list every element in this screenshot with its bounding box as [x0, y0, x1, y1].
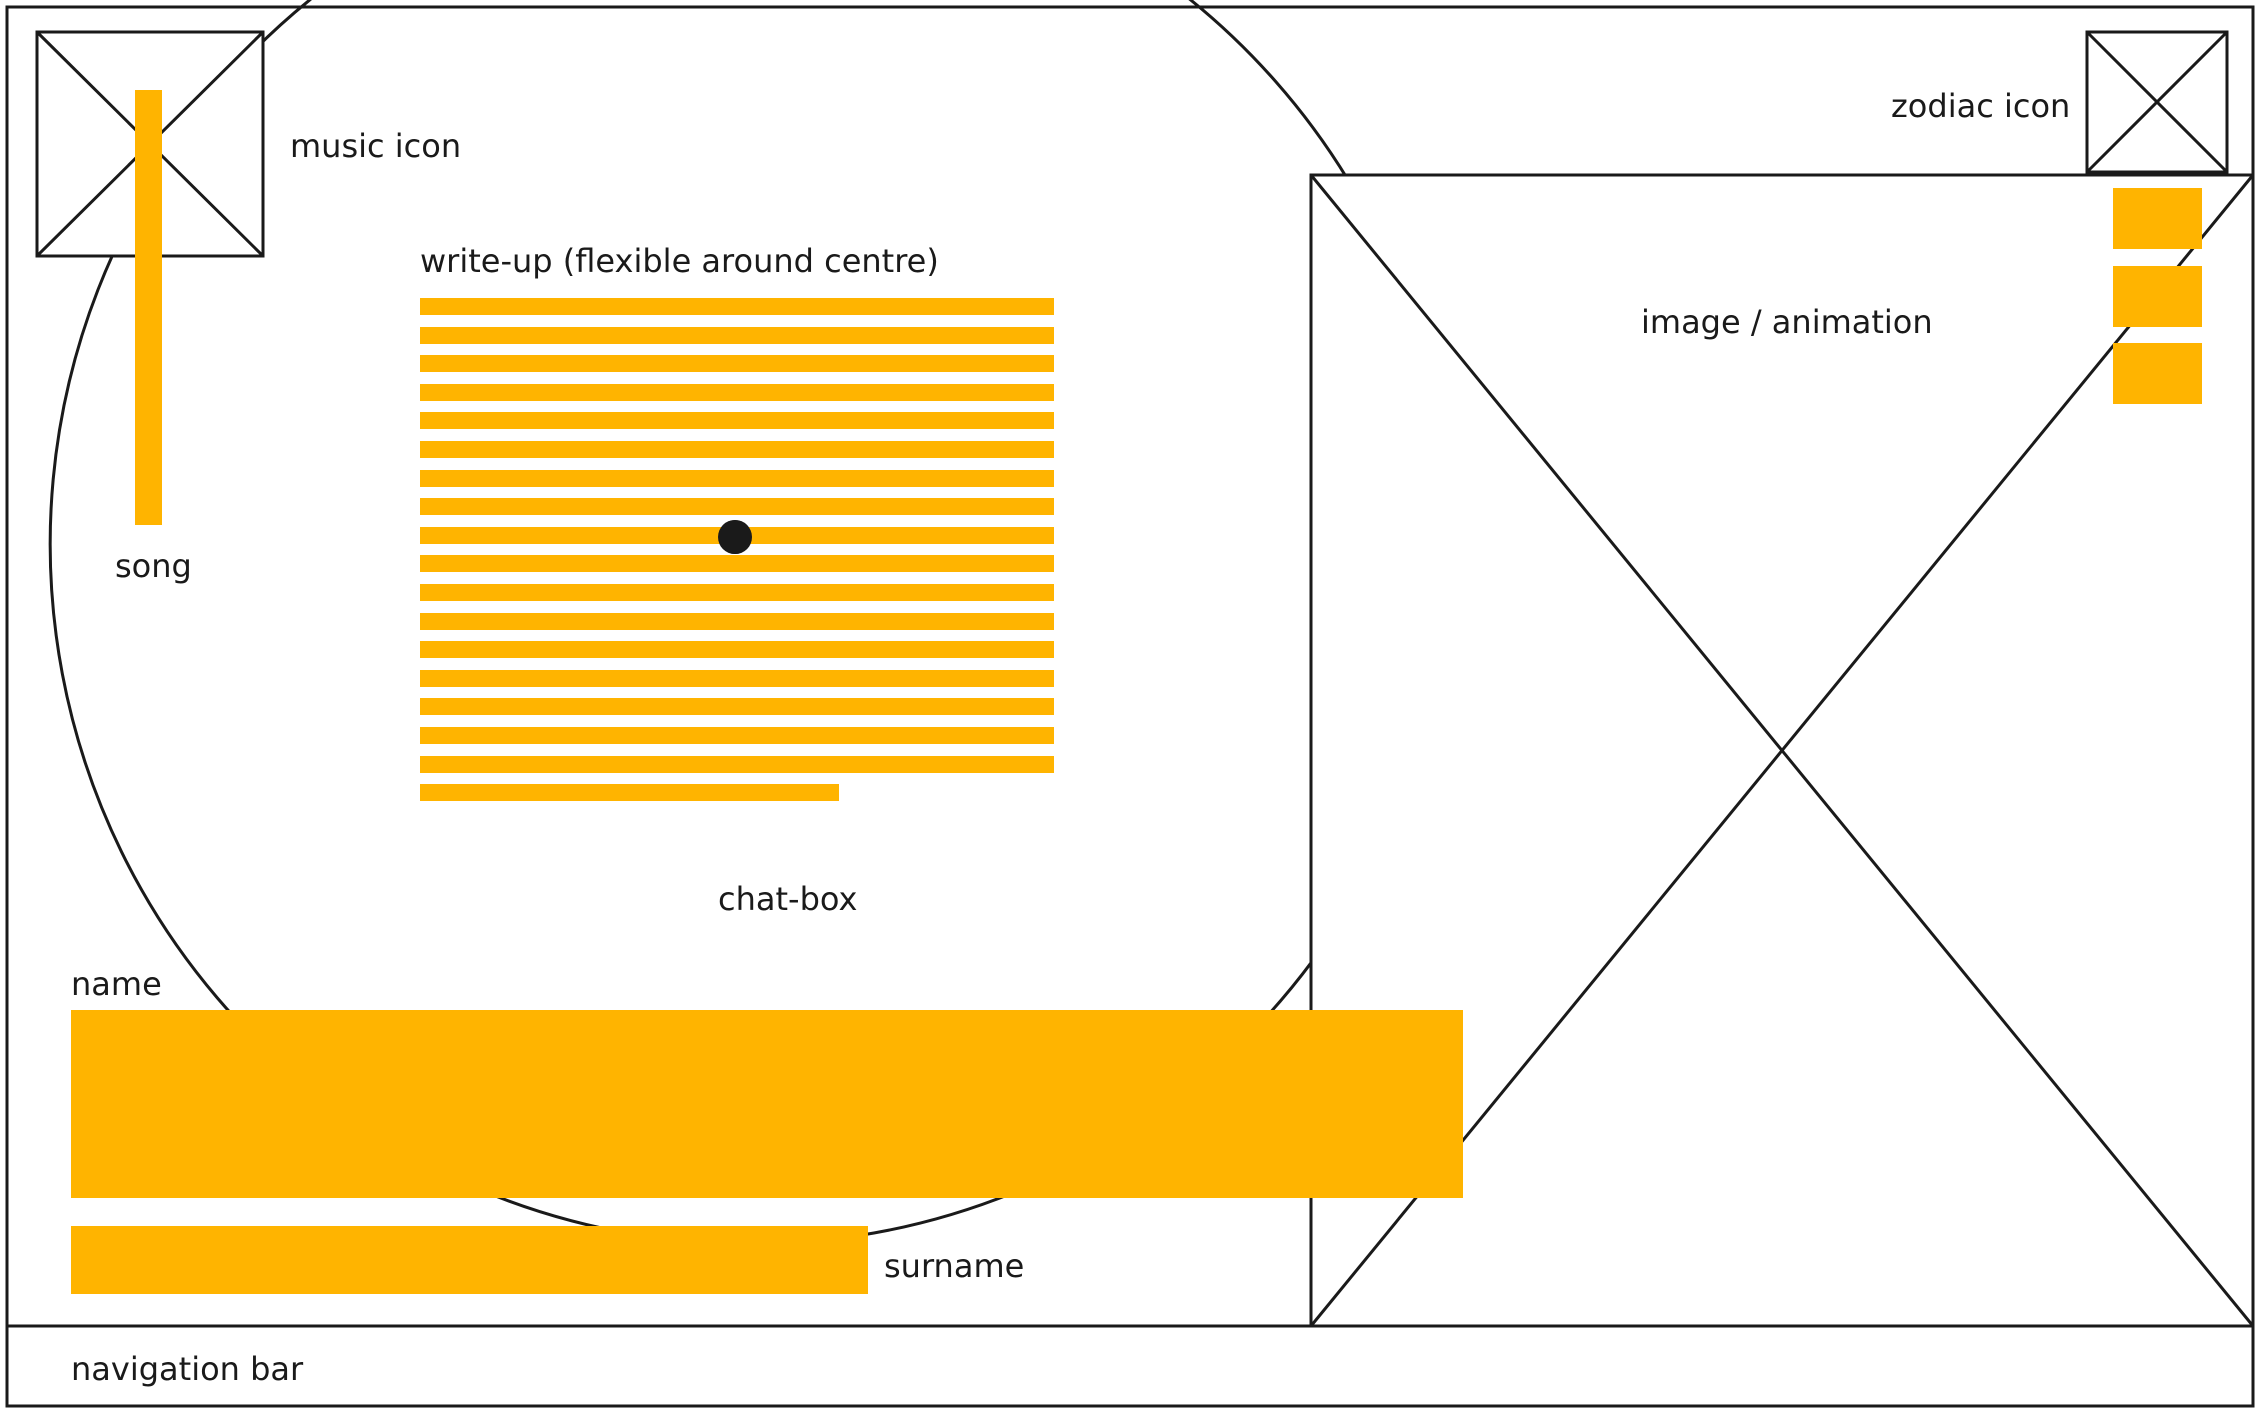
- image-animation-placeholder: [1309, 173, 2255, 1328]
- write-up-line: [420, 641, 1054, 659]
- write-up-label: write-up (flexible around centre): [420, 242, 939, 280]
- side-button-2[interactable]: [2113, 266, 2202, 327]
- name-label: name: [71, 965, 162, 1003]
- write-up-line: [420, 555, 1054, 573]
- surname-label: surname: [884, 1247, 1025, 1285]
- write-up-line: [420, 612, 1054, 630]
- write-up-centre-marker: [718, 520, 752, 554]
- write-up-line: [420, 441, 1054, 458]
- write-up-line: [420, 355, 1054, 373]
- write-up-line: [420, 727, 1054, 744]
- chat-box-label: chat-box: [718, 880, 858, 918]
- write-up-line: [420, 383, 1054, 401]
- write-up-line: [420, 326, 1054, 344]
- side-button-3[interactable]: [2113, 343, 2202, 404]
- name-field[interactable]: [71, 1010, 1463, 1198]
- write-up-line: [420, 298, 1054, 315]
- zodiac-icon-label: zodiac icon: [1891, 87, 2071, 125]
- write-up-line: [420, 584, 1054, 601]
- image-animation-label: image / animation: [1641, 303, 1933, 341]
- zodiac-icon[interactable]: [2085, 30, 2229, 174]
- write-up-line: [420, 755, 1054, 773]
- write-up-line: [420, 669, 1054, 687]
- write-up-line: [420, 412, 1054, 430]
- music-icon-label: music icon: [290, 127, 462, 165]
- write-up-line-last: [420, 784, 839, 802]
- write-up-line: [420, 698, 1054, 716]
- write-up-line: [420, 469, 1054, 487]
- surname-field[interactable]: [71, 1226, 868, 1294]
- write-up-block: [420, 298, 1054, 803]
- song-bar[interactable]: [135, 90, 162, 525]
- song-label: song: [115, 547, 192, 585]
- side-button-1[interactable]: [2113, 188, 2202, 249]
- navigation-bar-label[interactable]: navigation bar: [71, 1350, 304, 1388]
- write-up-line: [420, 498, 1054, 516]
